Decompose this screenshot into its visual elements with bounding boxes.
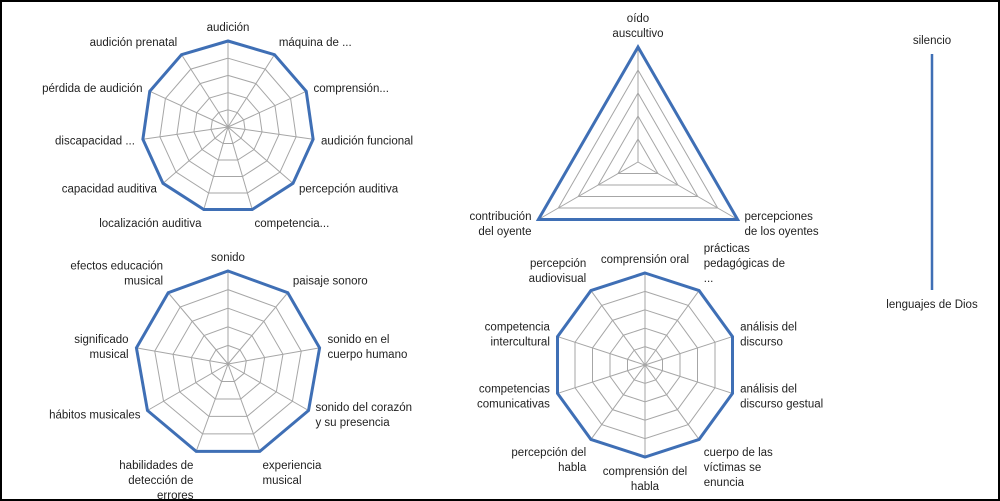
axis-spoke [557,364,646,394]
grid-ring [210,109,246,145]
axis-spoke [147,363,229,411]
axis-spoke [227,347,320,365]
series-line [141,39,315,212]
grid-ring [557,68,719,209]
axis-spoke [227,54,275,128]
axis-spoke [136,347,229,365]
axis-spoke [203,126,229,210]
axis-spoke [590,364,646,440]
axis-spoke [227,126,253,210]
axis-spoke [181,54,229,128]
axis-label: percepción auditiva [299,184,399,196]
axis-spoke [142,126,229,140]
axis-spoke [227,363,261,452]
axis-label: capacidad auditiva [62,184,158,196]
axis-spoke [637,161,738,220]
axis-spoke [195,363,229,452]
grid-ring [159,57,297,194]
axis-spoke [227,126,294,184]
axis-label: silencio [913,35,951,47]
axis-label: pérdida de audición [42,83,142,95]
grid-ring [577,91,699,197]
axis-spoke [644,336,733,366]
axis-spoke [590,290,646,366]
axis-label: discapacidad ... [55,135,135,147]
axis-spoke [167,292,229,365]
radar-chart-3: silencio lenguajes de Dios [886,35,978,311]
axis-spoke [644,364,700,440]
axis-spoke [227,90,307,128]
axis-label: audición [207,22,250,34]
axis-label: localización auditiva [99,218,202,230]
grid-ring [176,74,280,178]
axis-spoke [162,126,229,184]
axis-spoke [644,364,733,394]
axis-spoke [538,161,639,220]
axis-spoke [227,292,289,365]
radar-chart-1: audición máquina de ... comprensión... audi… [42,22,413,230]
axis-label: máquina de ... [279,37,352,49]
axis-label: hábitos musicales [49,410,141,422]
series-line [134,269,322,453]
axis-spoke [227,363,309,411]
axis-label: comprensión... [314,83,389,95]
axis-label: audición funcional [321,135,413,147]
axis-label: comprensión oral [601,254,689,266]
series-line [556,271,734,459]
grid-ring [617,137,659,174]
axis-label: paisaje sonoro [293,276,368,288]
axis-label: sonido [211,252,245,264]
axis-label: lenguajes de Dios [886,299,978,311]
grid-ring [172,307,284,417]
axis-spoke [644,290,700,366]
axis-spoke [227,126,314,140]
grid-ring [193,92,263,161]
grid-ring [597,114,679,186]
grid-ring [209,344,247,382]
grid-ring [190,326,266,400]
axis-label: audición prenatal [90,37,178,49]
series-line [535,43,741,221]
axis-label: competencia... [254,218,329,230]
grid-ring [154,289,302,435]
axis-spoke [149,90,229,128]
axis-spoke [557,336,646,366]
